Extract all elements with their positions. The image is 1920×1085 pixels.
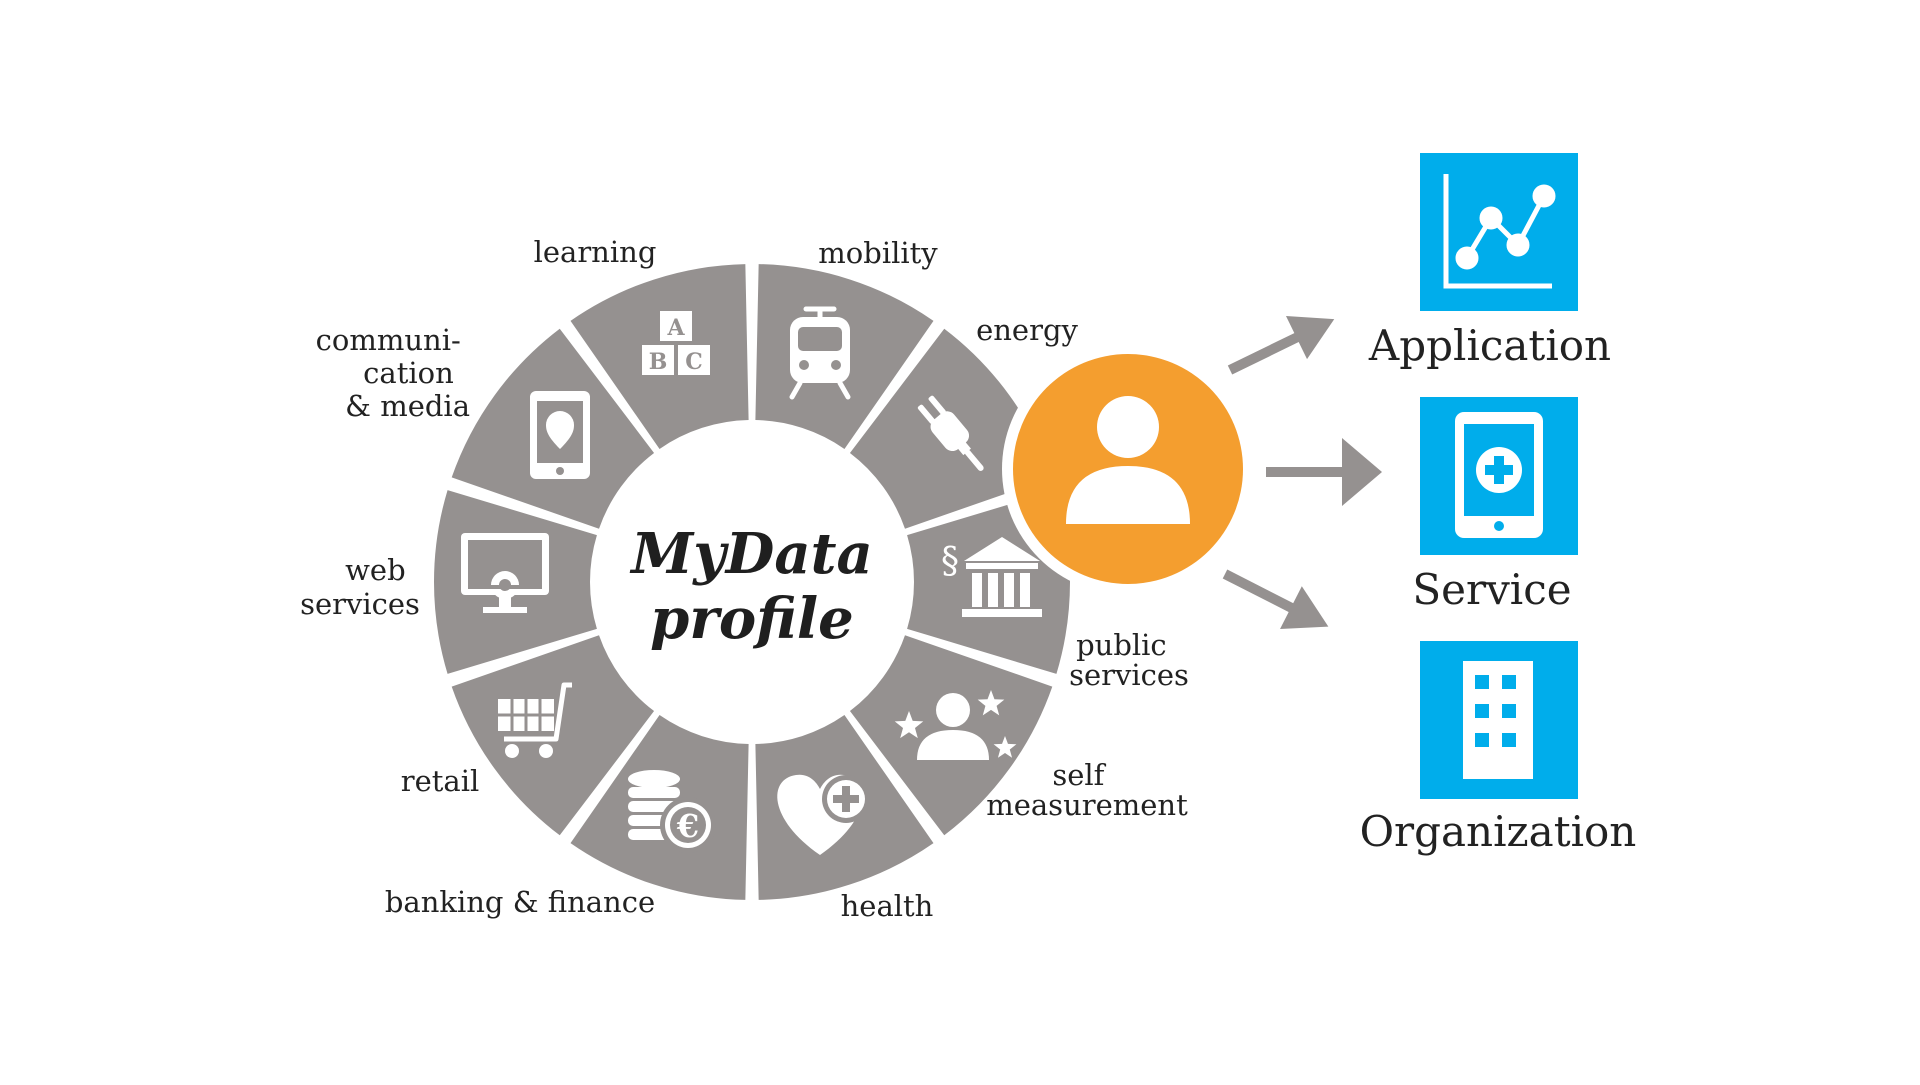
block-letter-c: C bbox=[685, 349, 703, 375]
label-communication-line-3: & media bbox=[345, 389, 470, 423]
block-letter-b: B bbox=[649, 349, 668, 375]
center-title-line-2: profile bbox=[650, 586, 854, 652]
government-building-icon: § bbox=[941, 537, 1042, 617]
abc-blocks-icon: A B C bbox=[642, 311, 710, 375]
label-communication-line-1: communi- bbox=[316, 323, 461, 357]
block-letter-a: A bbox=[666, 315, 685, 341]
tablet-location-icon bbox=[530, 391, 590, 479]
service-label: Service bbox=[1412, 565, 1571, 614]
label-self-measurement: self measurement bbox=[986, 758, 1188, 822]
arrows bbox=[1222, 315, 1382, 629]
label-communication-line-2: cation bbox=[363, 356, 454, 390]
label-public-services-line-2: services bbox=[1069, 658, 1189, 692]
organization-label: Organization bbox=[1360, 807, 1637, 856]
monitor-gear-icon bbox=[461, 533, 549, 613]
label-energy: energy bbox=[976, 313, 1078, 347]
label-learning-line: learning bbox=[534, 235, 657, 269]
label-banking-finance-line: banking & finance bbox=[385, 885, 655, 919]
label-communication-media: communi- cation & media bbox=[316, 323, 470, 423]
label-web-services-line-1: web bbox=[345, 553, 406, 587]
line-chart-icon bbox=[1443, 174, 1556, 289]
label-health: health bbox=[841, 889, 934, 923]
label-self-measurement-line-2: measurement bbox=[986, 788, 1188, 822]
label-mobility: mobility bbox=[818, 236, 938, 270]
user-avatar-icon bbox=[1066, 396, 1190, 524]
arrow-to-organization bbox=[1222, 569, 1329, 629]
label-retail: retail bbox=[401, 764, 480, 798]
label-health-line: health bbox=[841, 889, 934, 923]
heart-plus-icon bbox=[777, 774, 870, 855]
label-banking-finance: banking & finance bbox=[385, 885, 655, 919]
shopping-cart-icon bbox=[498, 682, 572, 758]
segment-retail bbox=[451, 635, 655, 836]
application-label: Application bbox=[1368, 321, 1611, 370]
label-public-services: public services bbox=[1069, 628, 1189, 692]
euro-coins-icon: € bbox=[628, 770, 716, 853]
segment-labels: learning mobility energy communi- cation… bbox=[300, 235, 1189, 923]
target-application: Application bbox=[1368, 153, 1611, 370]
label-public-services-line-1: public bbox=[1076, 628, 1167, 662]
person-node bbox=[1002, 343, 1254, 595]
label-learning: learning bbox=[534, 235, 657, 269]
section-symbol: § bbox=[941, 541, 959, 582]
label-energy-line: energy bbox=[976, 313, 1078, 347]
office-building-icon bbox=[1463, 661, 1533, 779]
targets: Application Service bbox=[1360, 153, 1637, 856]
plug-icon bbox=[917, 395, 984, 471]
label-web-services: web services bbox=[300, 553, 420, 621]
person-stars-icon bbox=[894, 690, 1017, 760]
euro-symbol: € bbox=[676, 807, 699, 845]
arrow-to-application bbox=[1227, 315, 1335, 375]
label-mobility-line: mobility bbox=[818, 236, 938, 270]
label-self-measurement-line-1: self bbox=[1052, 758, 1106, 792]
label-retail-line: retail bbox=[401, 764, 480, 798]
target-organization: Organization bbox=[1360, 641, 1637, 856]
center-title-line-1: MyData bbox=[629, 521, 873, 587]
tablet-plus-icon bbox=[1455, 412, 1543, 538]
arrow-to-service bbox=[1266, 438, 1382, 506]
label-web-services-line-2: services bbox=[300, 587, 420, 621]
tram-icon bbox=[789, 306, 851, 400]
segment-icons: § bbox=[461, 306, 1042, 855]
target-service: Service bbox=[1412, 397, 1578, 614]
